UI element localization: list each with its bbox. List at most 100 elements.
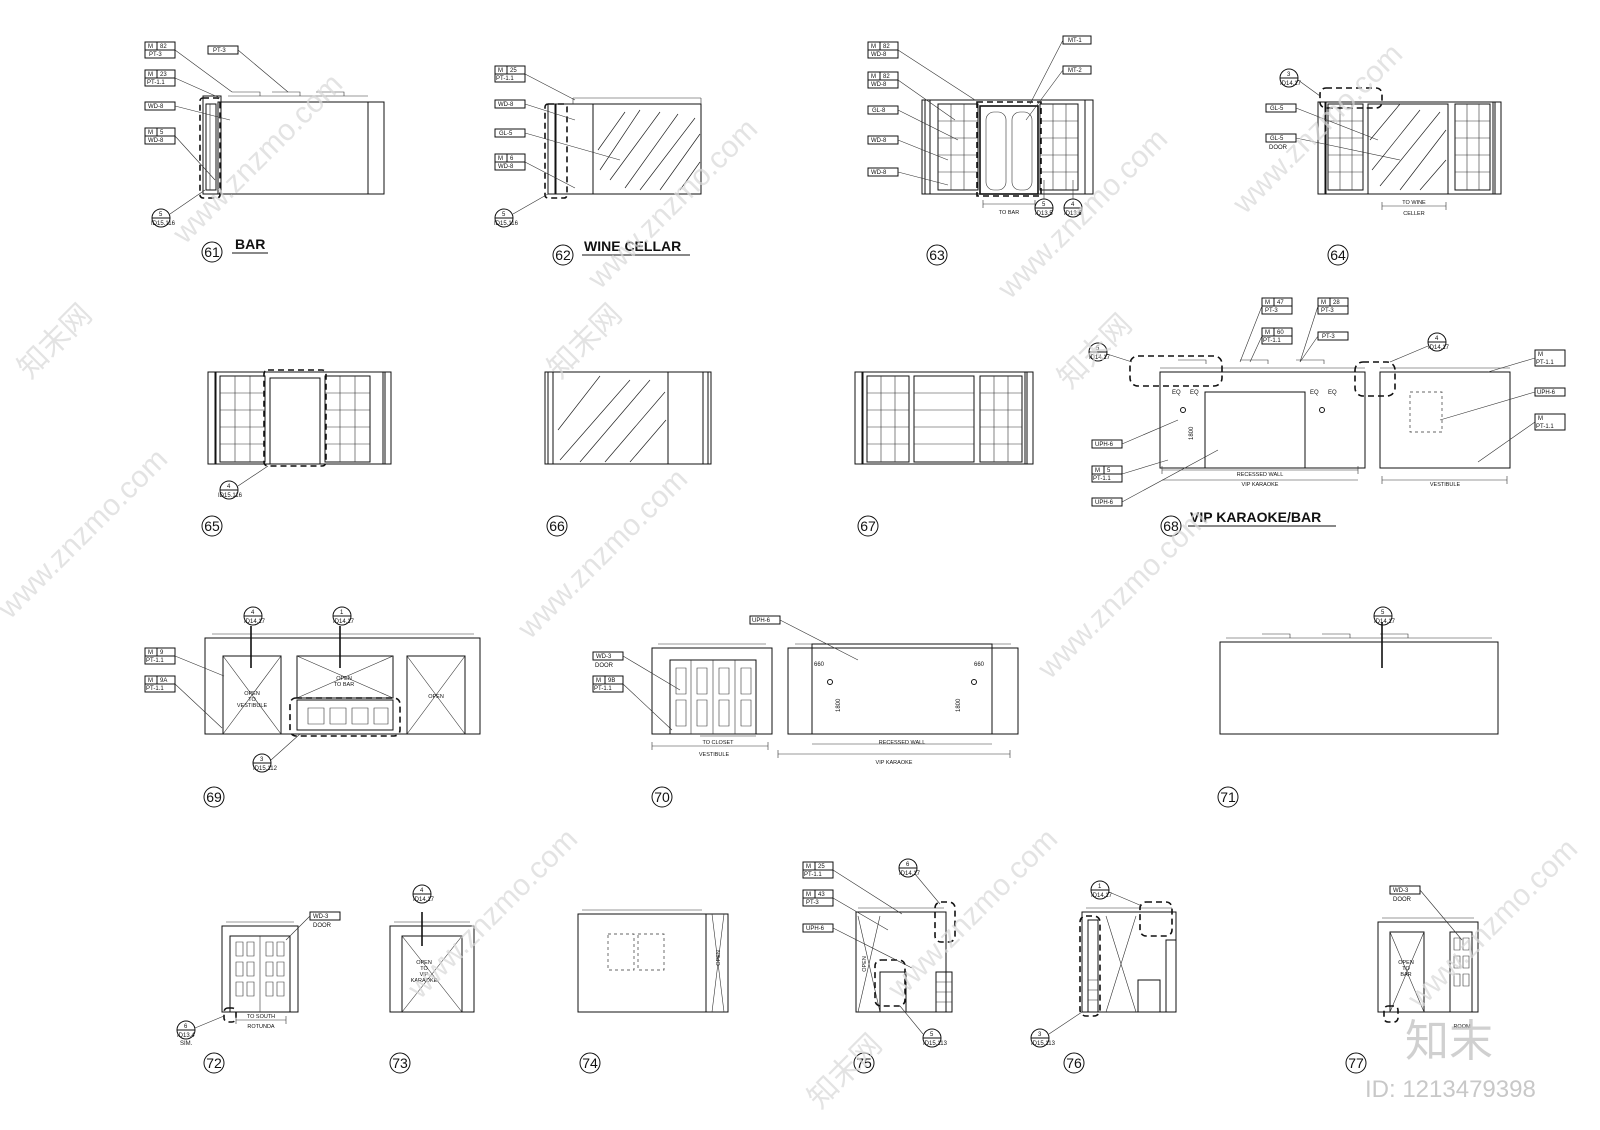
svg-text:68: 68 (1163, 518, 1179, 534)
svg-text:RECESSED WALL: RECESSED WALL (879, 740, 926, 746)
elevation-65 (207, 369, 392, 467)
svg-text:6: 6 (184, 1024, 188, 1030)
svg-text:76: 76 (1066, 1055, 1082, 1071)
label-69: 69 (203, 786, 225, 808)
svg-text:OPEN: OPEN (416, 960, 432, 966)
svg-text:660: 660 (974, 662, 985, 668)
svg-text:1800: 1800 (836, 698, 842, 712)
svg-text:www.znzmo.com: www.znzmo.com (1226, 37, 1409, 220)
svg-text:WD-3: WD-3 (596, 654, 612, 660)
svg-text:ID13.6: ID13.6 (1064, 211, 1082, 217)
elevation-72: TO SOUTH ROTUNDA (221, 921, 299, 1030)
svg-text:TO: TO (420, 966, 428, 972)
svg-text:PT-1.1: PT-1.1 (146, 658, 164, 664)
elevation-74: OPEN (577, 909, 729, 1013)
svg-text:23: 23 (160, 72, 167, 78)
svg-text:BAR: BAR (235, 236, 265, 252)
svg-text:5: 5 (930, 1032, 934, 1038)
svg-text:VIP KARAOKE/BAR: VIP KARAOKE/BAR (1190, 509, 1321, 525)
svg-text:ID15.116: ID15.116 (494, 221, 519, 227)
svg-text:3: 3 (1287, 72, 1291, 78)
svg-text:EQ: EQ (1328, 390, 1337, 396)
svg-text:4: 4 (1435, 336, 1439, 342)
label-65: 65 (201, 515, 223, 537)
svg-text:RECESSED WALL: RECESSED WALL (1237, 472, 1284, 478)
svg-text:PT-3: PT-3 (149, 52, 162, 58)
svg-text:MT-1: MT-1 (1068, 38, 1082, 44)
svg-text:OPEN: OPEN (862, 956, 868, 972)
svg-text:9B: 9B (608, 678, 615, 684)
svg-text:PT-1.1: PT-1.1 (147, 80, 165, 86)
svg-text:www.znzmo.com: www.znzmo.com (881, 822, 1064, 1005)
svg-text:62: 62 (555, 247, 571, 263)
svg-text:www.znzmo.com: www.znzmo.com (581, 112, 764, 295)
svg-text:69: 69 (206, 789, 222, 805)
svg-text:71: 71 (1220, 789, 1236, 805)
svg-text:VIP KARAOKE: VIP KARAOKE (1242, 482, 1279, 488)
svg-text:1: 1 (340, 610, 344, 616)
svg-text:5: 5 (160, 130, 164, 136)
svg-text:4: 4 (1071, 202, 1075, 208)
svg-text:ID14.17: ID14.17 (899, 871, 921, 877)
svg-text:UPH-6: UPH-6 (752, 618, 771, 624)
svg-text:WD-8: WD-8 (148, 138, 164, 144)
svg-text:4: 4 (227, 484, 231, 490)
svg-text:67: 67 (860, 518, 876, 534)
svg-text:VIP KARAOKE: VIP KARAOKE (876, 760, 913, 766)
svg-text:ID13.5: ID13.5 (1035, 211, 1053, 217)
svg-text:PT-1.1: PT-1.1 (1536, 424, 1554, 430)
svg-text:5: 5 (159, 212, 163, 218)
svg-text:M: M (148, 678, 153, 684)
svg-text:KARAOKE: KARAOKE (411, 978, 438, 984)
svg-text:TO BAR: TO BAR (999, 210, 1019, 216)
svg-text:知末网: 知末网 (12, 298, 99, 385)
svg-text:知末: 知末 (1405, 1016, 1493, 1067)
elevation-61 (199, 91, 385, 199)
svg-text:DOOR: DOOR (595, 663, 614, 669)
svg-text:M: M (806, 864, 811, 870)
svg-text:DOOR: DOOR (1393, 897, 1412, 903)
svg-text:M: M (1095, 468, 1100, 474)
svg-text:ID14.17: ID14.17 (413, 897, 435, 903)
svg-text:SIM.: SIM. (180, 1041, 193, 1047)
svg-text:PT-3: PT-3 (806, 900, 819, 906)
label-64: 64 (1327, 244, 1349, 266)
svg-text:M: M (498, 156, 503, 162)
svg-text:VESTIBULE: VESTIBULE (699, 752, 730, 758)
svg-text:5: 5 (502, 212, 506, 218)
svg-text:M: M (596, 678, 601, 684)
svg-text:TO SOUTH: TO SOUTH (247, 1014, 275, 1020)
svg-text:VIP: VIP (420, 972, 429, 978)
svg-text:ID14.17: ID14.17 (244, 619, 266, 625)
svg-text:ID15.113: ID15.113 (923, 1041, 948, 1047)
svg-text:60: 60 (1277, 330, 1284, 336)
svg-text:64: 64 (1330, 247, 1346, 263)
mirror-hatch-62 (597, 109, 701, 191)
svg-text:www.znzmo.com: www.znzmo.com (401, 822, 584, 1005)
svg-text:www.znzmo.com: www.znzmo.com (511, 462, 694, 645)
svg-text:M: M (1538, 416, 1543, 422)
label-71: 71 (1217, 786, 1239, 808)
svg-text:ID15.112: ID15.112 (253, 766, 278, 772)
svg-text:M: M (148, 130, 153, 136)
svg-text:47: 47 (1277, 300, 1284, 306)
svg-text:1800: 1800 (956, 698, 962, 712)
svg-text:PT-1.1: PT-1.1 (496, 76, 514, 82)
svg-text:WD-8: WD-8 (871, 170, 887, 176)
svg-text:82: 82 (883, 44, 890, 50)
svg-text:PT-1.1: PT-1.1 (594, 686, 612, 692)
svg-text:1800: 1800 (1189, 426, 1195, 440)
svg-text:TO: TO (1402, 966, 1410, 972)
svg-text:ID14.17: ID14.17 (1428, 345, 1450, 351)
svg-text:EQ: EQ (1310, 390, 1319, 396)
svg-text:PT-1.1: PT-1.1 (146, 686, 164, 692)
